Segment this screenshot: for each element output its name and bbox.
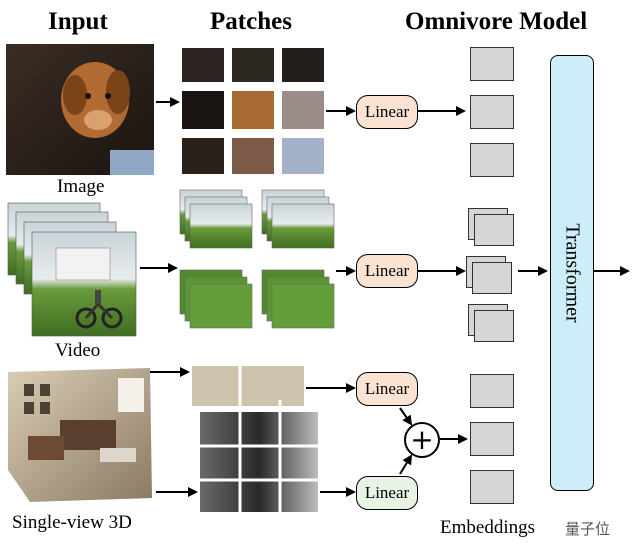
- video-patch-stacks: [179, 189, 335, 329]
- linear-box-image: Linear: [356, 95, 418, 129]
- label-image: Image: [57, 176, 105, 197]
- linear-box-rgb: Linear: [356, 372, 418, 406]
- embedding-box: [470, 422, 514, 456]
- image-patch-grid: [182, 48, 324, 174]
- arrow-rgb-linear-to-plus: [399, 407, 413, 426]
- embedding-box: [474, 310, 514, 342]
- linear-box-video: Linear: [356, 254, 418, 288]
- header-input: Input: [48, 8, 108, 35]
- input-video-thumbnail: [7, 202, 137, 337]
- depth-patch-grid: [192, 366, 318, 512]
- embedding-box: [470, 47, 514, 81]
- transformer-label: Transformer: [561, 223, 584, 323]
- embedding-box: [472, 262, 512, 294]
- arrow-depth-linear-to-plus: [399, 454, 413, 475]
- label-embeddings: Embeddings: [440, 517, 535, 538]
- transformer-block: Transformer: [550, 55, 594, 491]
- linear-box-depth: Linear: [356, 476, 418, 510]
- embedding-box: [470, 470, 514, 504]
- watermark-text: 量子位: [565, 520, 611, 538]
- sum-operator: +: [404, 422, 440, 458]
- header-omnivore-model: Omnivore Model: [405, 8, 588, 35]
- embedding-box: [470, 374, 514, 408]
- embedding-box: [470, 143, 514, 177]
- embedding-box: [470, 95, 514, 129]
- embedding-box: [474, 214, 514, 246]
- input-depth-thumbnail: [8, 368, 152, 502]
- label-video: Video: [55, 340, 101, 361]
- input-image-thumbnail: [6, 44, 154, 175]
- header-patches: Patches: [210, 8, 292, 35]
- label-single-view-3d: Single-view 3D: [12, 512, 132, 533]
